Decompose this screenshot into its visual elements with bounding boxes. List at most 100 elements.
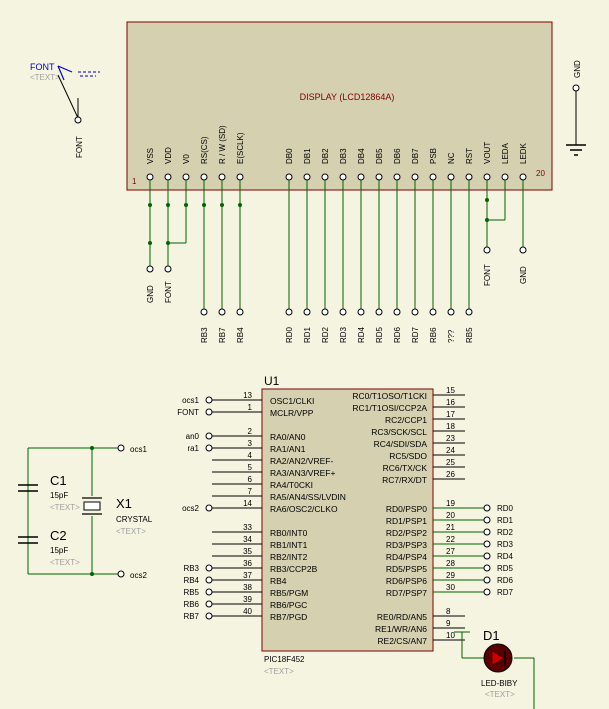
mcu-pin-number: 7 [248,487,253,496]
osc-junction-top [90,446,94,450]
mcu-pin-name: RD0/PSP0 [386,504,427,514]
mcu-pin-number: 35 [243,547,252,556]
mcu-pin-number: 8 [446,607,451,616]
lcd-net-label: GND [519,266,528,284]
mcu-pin-name: RE0/RD/AN5 [377,612,427,622]
lcd-junction [202,203,206,207]
lcd-pin-last: 20 [536,169,545,178]
mcu-net-label: an0 [186,432,200,441]
mcu-pin-number: 25 [446,458,455,467]
mcu-pin-number: 34 [243,535,252,544]
lcd-net-terminal [321,308,329,316]
mcu-net-terminal [205,588,213,596]
mcu-pin-name: RC6/TX/CK [383,463,428,473]
mcu-pin-number: 23 [446,434,455,443]
lcd-net-terminal [164,265,172,273]
lcd-net-label: RB7 [218,327,227,343]
mcu-u1[interactable]: U1 PIC18F452 <TEXT> 13OSC1/CLKIocs11MCLR… [177,374,513,676]
mcu-pin-name: RD3/PSP3 [386,540,427,550]
lcd-pin-label: VSS [146,148,155,164]
mcu-text: <TEXT> [264,667,294,676]
mcu-pin-name: RA5/AN4/SS/LVDIN [270,492,346,502]
lcd-pin-node [236,173,244,181]
lcd-pin-node [285,173,293,181]
mcu-pin-name: RB4 [270,576,287,586]
lcd-pin-label: DB2 [321,148,330,164]
mcu-ref: U1 [264,374,280,388]
font-terminal[interactable]: FONT <TEXT> FONT [30,62,100,158]
oscillator[interactable]: ocs1 ocs2 C1 15pF <TEXT> C2 15pF <TEXT> … [18,444,153,580]
lcd-pin-node [501,173,509,181]
font-terminal-arrow [57,65,73,73]
mcu-pin-number: 13 [243,391,252,400]
lcd-pin-node [375,173,383,181]
mcu-pin-name: RA4/T0CKI [270,480,313,490]
mcu-pin-name: RD6/PSP6 [386,576,427,586]
lcd-pin-first: 1 [132,177,137,186]
mcu-pin-number: 29 [446,571,455,580]
mcu-net-terminal [483,504,491,512]
mcu-net-terminal [205,576,213,584]
lcd-junction [166,241,170,245]
osc-terminal-ocs1 [117,444,125,452]
mcu-net-terminal [483,588,491,596]
mcu-right-pins: 15RC0/T1OSO/T1CKI16RC1/T1OSI/CCP2A17RC2/… [352,386,513,646]
lcd-net-label: ??? [447,329,456,343]
mcu-net-label: RB6 [183,600,199,609]
d1-value: LED-BIBY [481,679,518,688]
mcu-pin-name: RC4/SDI/SDA [374,439,428,449]
mcu-pin-number: 10 [446,631,455,640]
mcu-pin-name: RC1/T1OSI/CCP2A [352,403,427,413]
mcu-pin-name: RA1/AN1 [270,444,306,454]
mcu-pin-number: 37 [243,571,252,580]
lcd-pin-node [483,173,491,181]
mcu-pin-number: 1 [248,403,253,412]
mcu-pin-number: 16 [446,398,455,407]
mcu-pin-name: RA3/AN3/VREF+ [270,468,335,478]
x1-text: <TEXT> [116,527,146,536]
mcu-pin-number: 38 [243,583,252,592]
lcd-junction [238,203,242,207]
lcd-pin-label: LEDA [501,142,510,164]
lcd-net-terminal [200,308,208,316]
mcu-pin-number: 40 [243,607,252,616]
mcu-net-terminal [205,408,213,416]
mcu-pin-number: 14 [243,499,252,508]
lcd-net-label: FONT [483,264,492,286]
gnd-terminal[interactable]: GND [566,60,586,156]
mcu-pin-name: RB3/CCP2B [270,564,318,574]
mcu-pin-name: RC3/SCK/SCL [371,427,427,437]
osc-ocs1-label: ocs1 [130,445,147,454]
mcu-pin-number: 6 [248,475,253,484]
lcd-net-terminal [429,308,437,316]
lcd-pin-label: DB0 [285,148,294,164]
lcd-pin-node [200,173,208,181]
d1-text: <TEXT> [485,690,515,699]
mcu-net-terminal [205,564,213,572]
c1-ref: C1 [50,473,67,488]
lcd-net-terminal [303,308,311,316]
lcd-net-label: RB5 [465,327,474,343]
lcd-net-terminal [519,246,527,254]
lcd-pin-node [303,173,311,181]
mcu-pin-name: RC7/RX/DT [382,475,427,485]
lcd-title: DISPLAY (LCD12864A) [300,92,395,102]
lcd-pin-node [321,173,329,181]
mcu-pin-name: RB7/PGD [270,612,307,622]
lcd-pin-label: VDD [164,147,173,164]
mcu-pin-number: 5 [248,463,253,472]
mcu-pin-name: RC5/SDO [389,451,427,461]
mcu-part: PIC18F452 [264,655,305,664]
mcu-net-terminal [483,540,491,548]
mcu-net-label: FONT [177,408,199,417]
lcd-net-terminal [236,308,244,316]
mcu-pin-name: RA0/AN0 [270,432,306,442]
led-d1[interactable]: D1 LED-BIBY <TEXT> [454,628,535,709]
mcu-net-terminal [205,444,213,452]
mcu-net-terminal [205,612,213,620]
mcu-pin-number: 20 [446,511,455,520]
lcd-pin-node [339,173,347,181]
lcd-pin-node [164,173,172,181]
lcd-junction [220,203,224,207]
